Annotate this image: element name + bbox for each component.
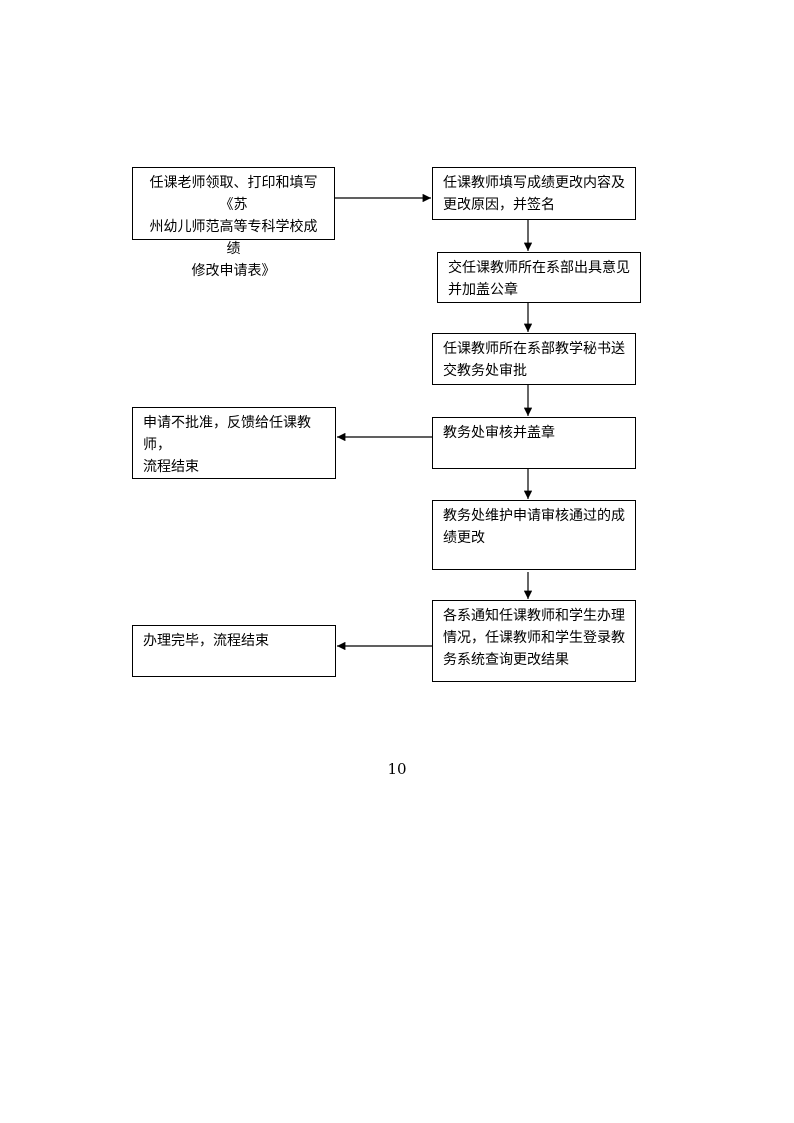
box-line: 各系通知任课教师和学生办理 [443,608,625,624]
flow-box-notify-check: 各系通知任课教师和学生办理 情况，任课教师和学生登录教 务系统查询更改结果 [432,600,636,682]
box-line: 教务处维护申请审核通过的成 [443,508,625,524]
flow-box-reject: 申请不批准，反馈给任课教师， 流程结束 [132,407,336,479]
flow-box-done: 办理完毕，流程结束 [132,625,336,677]
box-line: 务系统查询更改结果 [443,652,569,668]
box-line: 办理完毕，流程结束 [143,633,269,649]
box-line: 州幼儿师范高等专科学校成绩 [149,219,318,257]
flow-box-start: 任课老师领取、打印和填写《苏 州幼儿师范高等专科学校成绩 修改申请表》 [132,167,335,279]
flow-box-department-opinion: 交任课教师所在系部出具意见 并加盖公章 [437,252,641,303]
box-line: 更改原因，并签名 [443,197,555,213]
box-line: 并加盖公章 [448,282,518,298]
flow-box-secretary-submit: 任课教师所在系部教学秘书送 交教务处审批 [432,333,636,385]
box-line: 任课教师填写成绩更改内容及 [443,175,625,191]
page-number: 10 [387,760,407,778]
box-line: 交任课教师所在系部出具意见 [448,260,630,276]
box-line: 任课教师所在系部教学秘书送 [443,341,625,357]
box-line: 教务处审核并盖章 [443,425,555,441]
box-line: 绩更改 [443,530,485,546]
box-line: 交教务处审批 [443,363,527,379]
box-line: 流程结束 [143,459,199,475]
flow-box-maintain-grades: 教务处维护申请审核通过的成 绩更改 [432,500,636,570]
box-line: 任课老师领取、打印和填写《苏 [149,175,318,213]
flow-box-fill-reason: 任课教师填写成绩更改内容及 更改原因，并签名 [432,167,636,220]
box-line: 申请不批准，反馈给任课教师， [143,415,311,453]
box-line: 修改申请表》 [191,263,276,279]
flow-box-review-stamp: 教务处审核并盖章 [432,417,636,469]
box-line: 情况，任课教师和学生登录教 [443,630,625,646]
